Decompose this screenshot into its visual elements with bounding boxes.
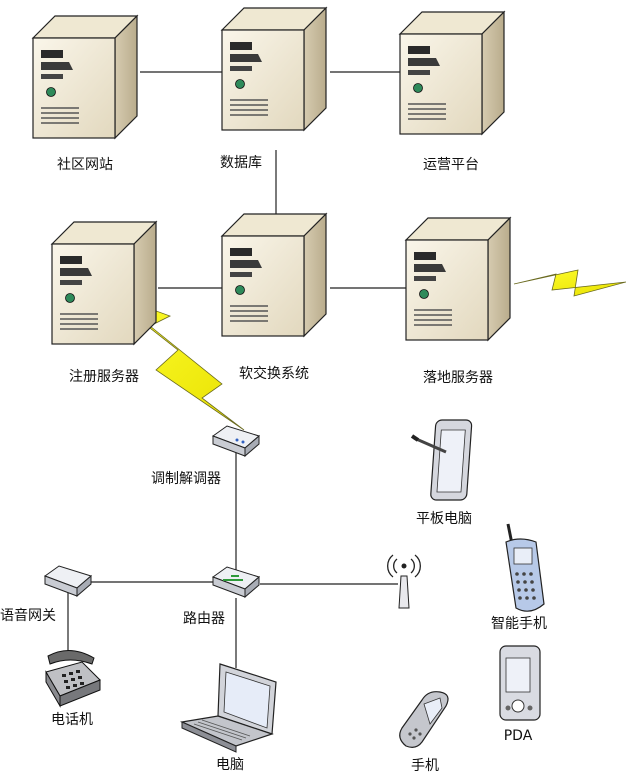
label-mobile-phone: 手机 <box>411 758 439 774</box>
label-community-site: 社区网站 <box>57 157 113 173</box>
label-smartphone: 智能手机 <box>491 616 547 632</box>
wireless-link-bolt-register <box>103 291 245 431</box>
label-modem: 调制解调器 <box>151 471 221 487</box>
label-ops-platform: 运营平台 <box>423 157 479 173</box>
label-telephone: 电话机 <box>51 712 93 728</box>
tablet-icon <box>410 419 473 501</box>
label-laptop: 电脑 <box>216 757 244 773</box>
voice-gateway-icon <box>44 565 92 597</box>
label-tablet: 平板电脑 <box>416 511 472 527</box>
telephone-icon <box>45 650 101 708</box>
label-landing-server: 落地服务器 <box>423 370 493 386</box>
ops-platform-server-icon <box>399 11 505 135</box>
modem-icon <box>212 425 260 457</box>
smartphone-icon <box>505 523 545 612</box>
landing-server-icon <box>405 217 511 341</box>
wireless-access-point-icon <box>387 554 421 609</box>
label-database: 数据库 <box>220 155 262 171</box>
database-server-icon <box>221 7 327 131</box>
wireless-link-bolt-landing <box>513 269 626 297</box>
label-register-server: 注册服务器 <box>69 369 139 385</box>
label-softswitch: 软交换系统 <box>239 366 309 382</box>
laptop-icon <box>179 663 277 753</box>
softswitch-server-icon <box>221 213 327 337</box>
pda-icon <box>499 645 541 721</box>
connection-lines <box>67 71 406 668</box>
mobile-phone-icon <box>399 691 449 748</box>
register-server-icon <box>51 221 157 345</box>
community-site-server-icon <box>32 15 138 139</box>
label-voice-gateway: 语音网关 <box>0 608 56 624</box>
router-icon <box>212 566 260 598</box>
label-router: 路由器 <box>183 611 225 627</box>
label-pda: PDA <box>503 728 533 744</box>
